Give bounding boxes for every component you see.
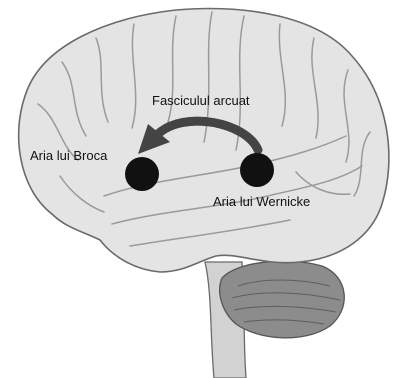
broca-area-label: Aria lui Broca xyxy=(30,149,107,162)
arcuate-fasciculus-label: Fasciculul arcuat xyxy=(152,94,250,107)
wernicke-area-marker xyxy=(240,153,274,187)
cerebellum xyxy=(220,261,345,338)
wernicke-area-label: Aria lui Wernicke xyxy=(213,195,310,208)
broca-area-marker xyxy=(125,157,159,191)
